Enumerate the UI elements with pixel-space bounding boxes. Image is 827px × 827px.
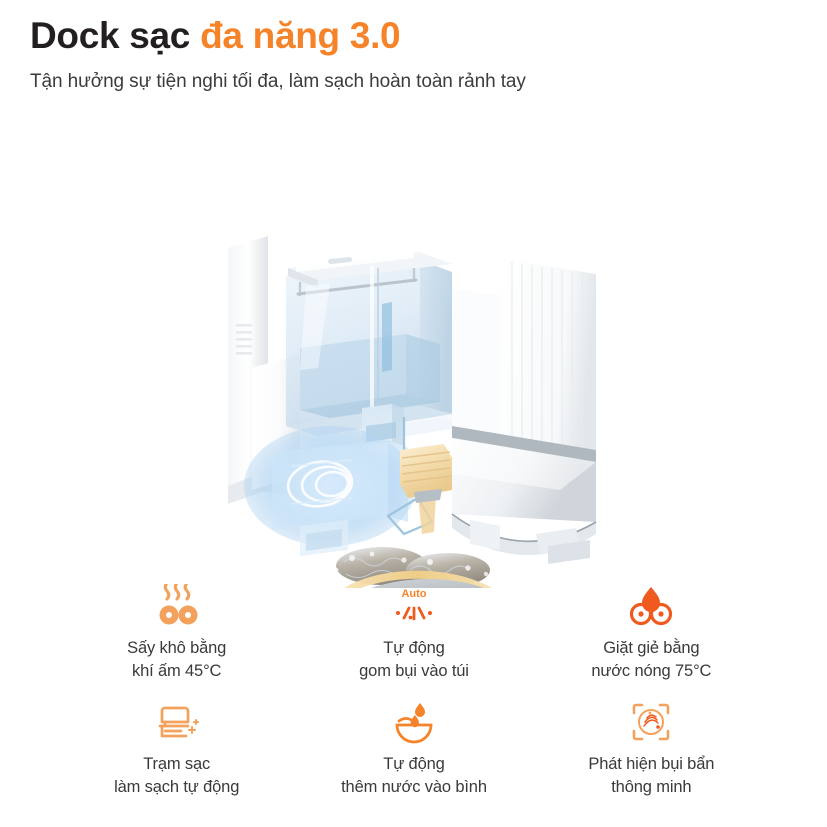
auto-dust-icon: Auto [388,583,440,629]
feature-hot-water-mop-wash: Giặt giẻ bằng nước nóng 75°C [533,583,770,699]
dock-clean-icon [152,699,202,745]
feature-caption-line1: Sấy khô bằng [127,639,227,657]
feature-caption-line1: Tự động [383,755,445,773]
page-title: Dock sạc đa năng 3.0 [30,14,800,58]
heat-dry-icon [152,583,202,629]
feature-caption: Trạm sạc làm sạch tự động [114,753,239,800]
product-part-yellow-arc [344,570,492,588]
feature-caption-line2: gom bụi vào túi [359,662,469,681]
feature-caption-line1: Giặt giẻ bằng [603,639,700,657]
feature-caption-line1: Tự động [383,639,445,657]
feature-caption-line2: thông minh [611,778,692,797]
product-part-blower-fan-glow [244,426,416,556]
feature-caption: Giặt giẻ bằng nước nóng 75°C [591,637,711,684]
page-title-accent: đa năng 3.0 [200,15,401,56]
product-image [0,118,827,588]
feature-warm-air-drying: Sấy khô bằng khí ấm 45°C [58,583,295,699]
feature-auto-water-refill: Tự động thêm nước vào bình [295,699,532,815]
product-part-dust-bag [400,444,452,534]
page-subtitle: Tận hưởng sự tiện nghi tối đa, làm sạch … [30,70,526,92]
feature-self-cleaning-dock: Trạm sạc làm sạch tự động [58,699,295,815]
feature-auto-dust-collection: Auto Tự động gom bụi vào túi [295,583,532,699]
product-part-right-housing [451,258,597,564]
hot-wash-icon [626,583,676,629]
feature-smart-dirt-detection: Phát hiện bụi bẩn thông minh [533,699,770,815]
water-refill-icon [389,699,439,745]
feature-caption-line2: khí ấm 45°C [131,662,222,681]
feature-caption: Tự động thêm nước vào bình [341,753,487,800]
product-part-base-plate [370,578,484,588]
feature-caption: Tự động gom bụi vào túi [359,637,469,684]
feature-caption-line2: thêm nước vào bình [341,778,487,797]
feature-caption: Phát hiện bụi bẩn thông minh [588,753,714,800]
header: Dock sạc đa năng 3.0 Tận hưởng sự tiện n… [30,14,800,94]
page-title-plain: Dock sạc [30,15,201,56]
feature-caption-line2: nước nóng 75°C [591,662,712,681]
feature-caption-line1: Trạm sạc [143,755,211,773]
feature-grid: Sấy khô bằng khí ấm 45°C Auto [58,583,770,815]
product-part-top-water-tank [286,250,452,446]
dirt-scan-icon [628,699,674,745]
svg-text:Auto: Auto [401,588,426,600]
feature-caption: Sấy khô bằng khí ấm 45°C [127,637,226,684]
feature-caption-line2: làm sạch tự động [114,778,240,797]
feature-caption-line1: Phát hiện bụi bẩn [588,755,715,773]
